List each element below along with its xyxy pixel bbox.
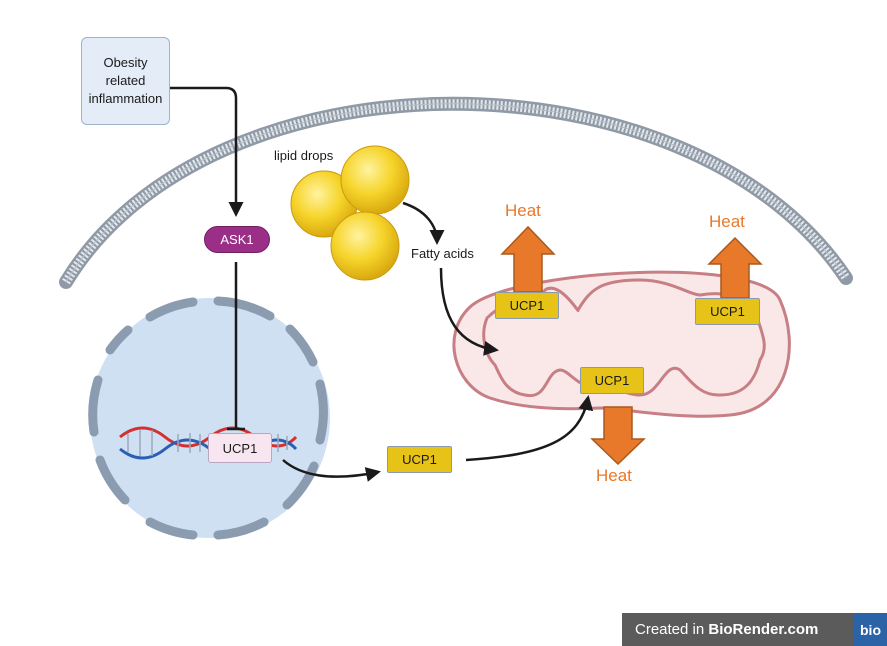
arrow-inflammation-to-ask1: [170, 86, 244, 217]
credit-brand: BioRender.com: [708, 621, 819, 638]
credit-text: Created in BioRender.com: [622, 621, 818, 638]
fatty-acids-label: Fatty acids: [411, 246, 474, 261]
ucp1-protein-box: UCP1: [387, 446, 452, 473]
lipid-drops: [290, 145, 410, 281]
ask1-label: ASK1: [220, 232, 254, 247]
heat-arrow-down: [590, 406, 646, 466]
ucp1-mito-box-bottom: UCP1: [580, 367, 644, 394]
arrow-lipid-to-fatty-acids: [402, 201, 445, 245]
heat-label-left: Heat: [505, 201, 541, 220]
cell-membrane: [59, 96, 853, 289]
heat-label-right: Heat: [709, 212, 745, 231]
heat-label-bottom: Heat: [596, 466, 632, 485]
obesity-inflammation-label: Obesity related inflammation: [88, 55, 163, 106]
heat-arrows: [500, 225, 763, 466]
arrow-gene-to-protein: [282, 459, 381, 482]
connector-arrows: [170, 86, 594, 482]
ucp1-protein-label: UCP1: [402, 452, 437, 467]
ask1-node: ASK1: [204, 226, 270, 253]
ucp1-mito-label: UCP1: [594, 373, 630, 388]
nucleus: [88, 296, 330, 540]
ucp1-mito-box-left: UCP1: [495, 292, 559, 319]
biorender-logo-icon: bio: [854, 613, 887, 646]
obesity-inflammation-box: Obesity related inflammation: [81, 37, 170, 125]
biorender-credit[interactable]: Created in BioRender.com bio: [622, 613, 887, 646]
lipid-drop: [340, 145, 410, 215]
ucp1-mito-box-right: UCP1: [695, 298, 760, 325]
heat-arrow-up-left: [500, 225, 556, 293]
ucp1-gene-box: UCP1: [208, 433, 272, 463]
heat-arrow-up-right: [707, 236, 763, 299]
credit-prefix: Created in: [635, 621, 709, 638]
ucp1-mito-label: UCP1: [509, 298, 545, 313]
ucp1-mito-label: UCP1: [710, 304, 745, 319]
lipid-drop: [330, 211, 400, 281]
arrow-fatty-acids-to-mitochondria: [439, 267, 499, 356]
ucp1-gene-label: UCP1: [222, 440, 258, 456]
lipid-drops-label: lipid drops: [274, 148, 334, 163]
arrow-protein-to-mitochondria: [465, 395, 594, 462]
